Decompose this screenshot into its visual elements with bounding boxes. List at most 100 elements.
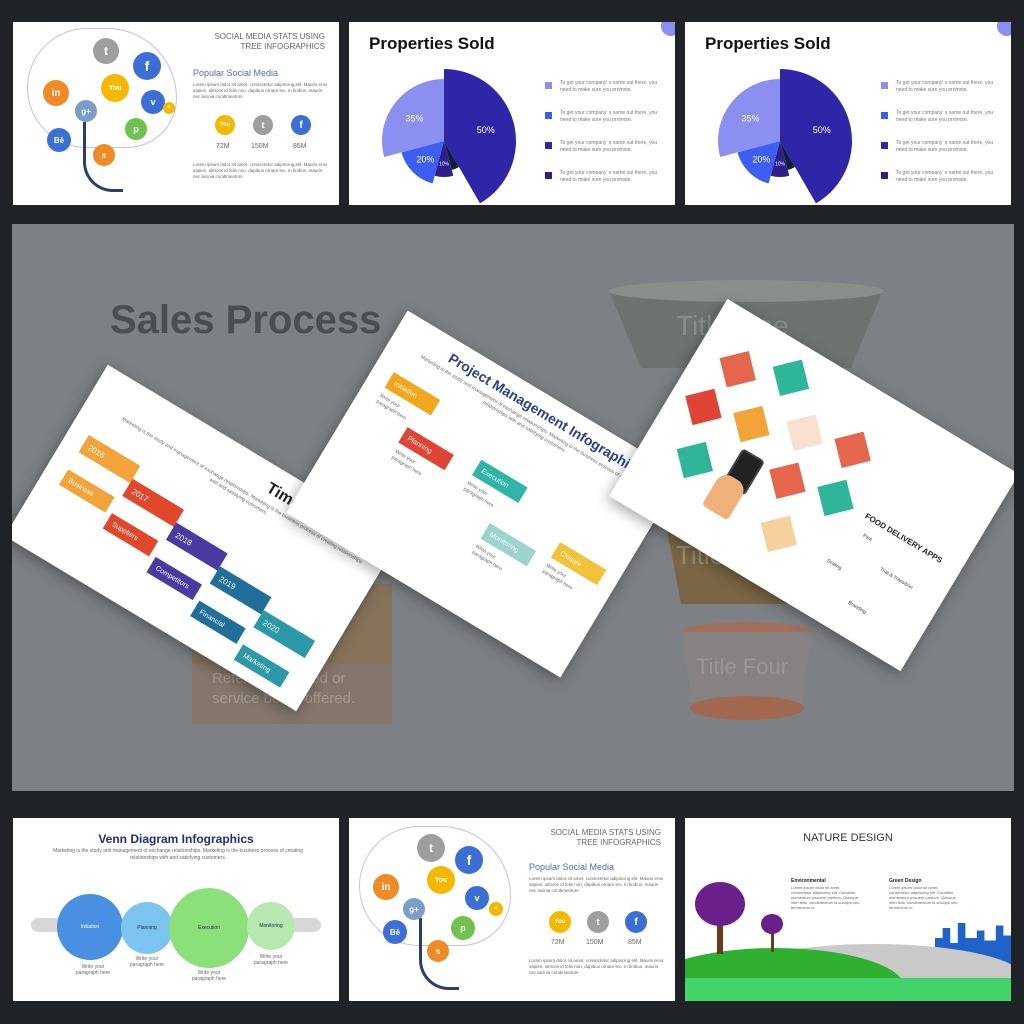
thumb-social-tree-bottom[interactable]: t f You in g+ v p Bē s < SOCIAL MEDIA ST… — [349, 818, 675, 1001]
pie-chart: 50%10%20%35% — [382, 69, 516, 204]
flag-2019: 2019 — [209, 566, 272, 615]
food-title: FOOD DELIVERY APPS — [863, 511, 944, 565]
pie-label-d: 10% — [775, 162, 786, 168]
skype-icon: s — [427, 940, 449, 962]
twitter-icon: t — [417, 834, 445, 862]
flag-2018: 2018 — [165, 522, 228, 571]
pie-slice-b — [718, 79, 780, 158]
googleplus-icon: g+ — [75, 100, 97, 122]
food-step-2: Trial & Transition — [878, 566, 914, 591]
funnel-four-base — [690, 696, 804, 720]
pie-slice-d — [434, 141, 454, 177]
legend-item: To get your company' s name out there, y… — [881, 80, 996, 94]
pie-label-c: 20% — [752, 155, 770, 165]
pie-label-b: 35% — [741, 113, 759, 123]
funnel-top-rim — [608, 280, 884, 302]
corner-badge — [997, 22, 1011, 36]
venn-write-3: Write your paragraph here — [191, 970, 227, 982]
legend-item: To get your company' s name out there, y… — [545, 110, 660, 124]
legend-item: To get your company' s name out there, y… — [881, 110, 996, 124]
tree-trunk — [83, 122, 123, 192]
facebook-icon: f — [455, 846, 483, 874]
food-step-3: Scaling — [825, 557, 843, 572]
venn-circle-initiation: Initiation — [57, 894, 123, 960]
youtube-icon: You — [427, 866, 455, 894]
pie-label-a: 50% — [477, 125, 495, 135]
venn-write-2: Write your paragraph here — [129, 956, 165, 968]
social-body-2: Lorem ipsum dolor sit amet, consectetur … — [529, 958, 664, 975]
corner-badge — [661, 22, 675, 36]
stat-youtube-icon: You — [215, 115, 235, 135]
food-tile — [834, 431, 871, 469]
legend-item: To get your company' s name out there, y… — [545, 170, 660, 184]
featured-panel[interactable]: Sales Process Title One Title Three Titl… — [12, 224, 1014, 791]
skype-icon: s — [93, 144, 115, 166]
pie-slice-e — [444, 141, 459, 170]
legend-item: To get your company' s name out there, y… — [881, 140, 996, 154]
nature-title: NATURE DESIGN — [803, 832, 893, 844]
food-tile — [772, 359, 810, 396]
food-step-4: Branding — [846, 599, 868, 616]
tree-canopy-big — [695, 882, 745, 926]
behance-icon: Bē — [47, 128, 71, 152]
stat-value-2: 150M — [586, 939, 604, 946]
facebook-icon: f — [133, 52, 161, 80]
venn-write-1: Write your paragraph here — [75, 964, 111, 976]
pinterest-icon: p — [451, 916, 475, 940]
food-tile — [769, 462, 806, 499]
stat-value-2: 150M — [251, 143, 269, 150]
social-body-1: Lorem ipsum dolor sit amet, consectetur … — [193, 82, 328, 99]
venn-desc: Marketing is the study and management of… — [53, 848, 303, 861]
food-tile — [760, 515, 797, 553]
funnel-title-four: Title Four — [696, 654, 789, 679]
thumb-venn[interactable]: Venn Diagram Infographics Marketing is t… — [13, 818, 339, 1001]
pie-slice-b — [382, 79, 444, 158]
nature-col2-title: Green Design — [889, 878, 922, 884]
tag-suppliers: Suppliers — [102, 513, 159, 557]
flag-2017: 2017 — [122, 478, 185, 527]
food-tile — [817, 479, 854, 517]
legend-item: To get your company' s name out there, y… — [545, 80, 660, 94]
social-subtitle: Popular Social Media — [529, 862, 615, 872]
thumb-social-tree-top[interactable]: t f You in g+ v p Bē s < SOCIAL MEDIA ST… — [13, 22, 339, 205]
social-subtitle: Popular Social Media — [193, 68, 279, 78]
pm-desc: Marketing is the study and management of… — [419, 354, 637, 489]
share-icon: < — [163, 102, 175, 114]
stat-facebook-icon: f — [625, 911, 647, 933]
thumb-properties-2[interactable]: Properties Sold 50%10%20%35% To get your… — [685, 22, 1011, 205]
pm-title: Project Management Infographics — [445, 349, 647, 480]
stat-facebook-icon: f — [291, 115, 311, 135]
sales-process-title: Sales Process — [110, 298, 382, 342]
tag-business: Business — [59, 469, 115, 513]
legend-item: To get your company' s name out there, y… — [881, 170, 996, 184]
pie-slice-c — [737, 141, 780, 184]
food-step-1: Pilot — [861, 532, 873, 544]
social-body-2: Lorem ipsum dolor sit amet, consectetur … — [193, 162, 328, 179]
pie-slice-c — [401, 141, 444, 184]
venn-circle-execution: Execution — [169, 888, 249, 968]
stat-value-3: 85M — [628, 939, 642, 946]
social-title-2: TREE INFOGRAPHICS — [240, 42, 325, 51]
social-body-1: Lorem ipsum dolor sit amet, consectetur … — [529, 876, 664, 893]
behance-icon: Bē — [383, 920, 407, 944]
tree-trunk-small — [771, 930, 774, 952]
venn-write-4: Write your paragraph here — [253, 954, 289, 966]
stat-value-1: 72M — [216, 143, 230, 150]
social-title-1: SOCIAL MEDIA STATS USING — [550, 828, 661, 837]
googleplus-icon: g+ — [403, 898, 425, 920]
thumb-properties-1[interactable]: Properties Sold 50%10%20%35% To get your… — [349, 22, 675, 205]
vimeo-icon: v — [465, 886, 489, 910]
youtube-icon: You — [101, 74, 129, 102]
venn-circle-planning: Planning — [121, 902, 173, 954]
nature-col2-text: Lorem ipsum dolor sit amet, consectetur … — [889, 885, 959, 910]
tree-canopy-small — [761, 914, 783, 934]
pie-slice-a — [444, 69, 516, 204]
thumb-nature[interactable]: NATURE DESIGN Environmental Lorem ipsum … — [685, 818, 1011, 1001]
pinterest-icon: p — [125, 118, 147, 140]
share-icon: < — [489, 902, 503, 916]
food-tile — [719, 351, 756, 388]
pie-label-d: 10% — [439, 162, 450, 168]
stat-twitter-icon: t — [253, 115, 273, 135]
food-tile — [676, 441, 714, 479]
venn-circle-monitoring: Monitoring — [247, 902, 295, 950]
